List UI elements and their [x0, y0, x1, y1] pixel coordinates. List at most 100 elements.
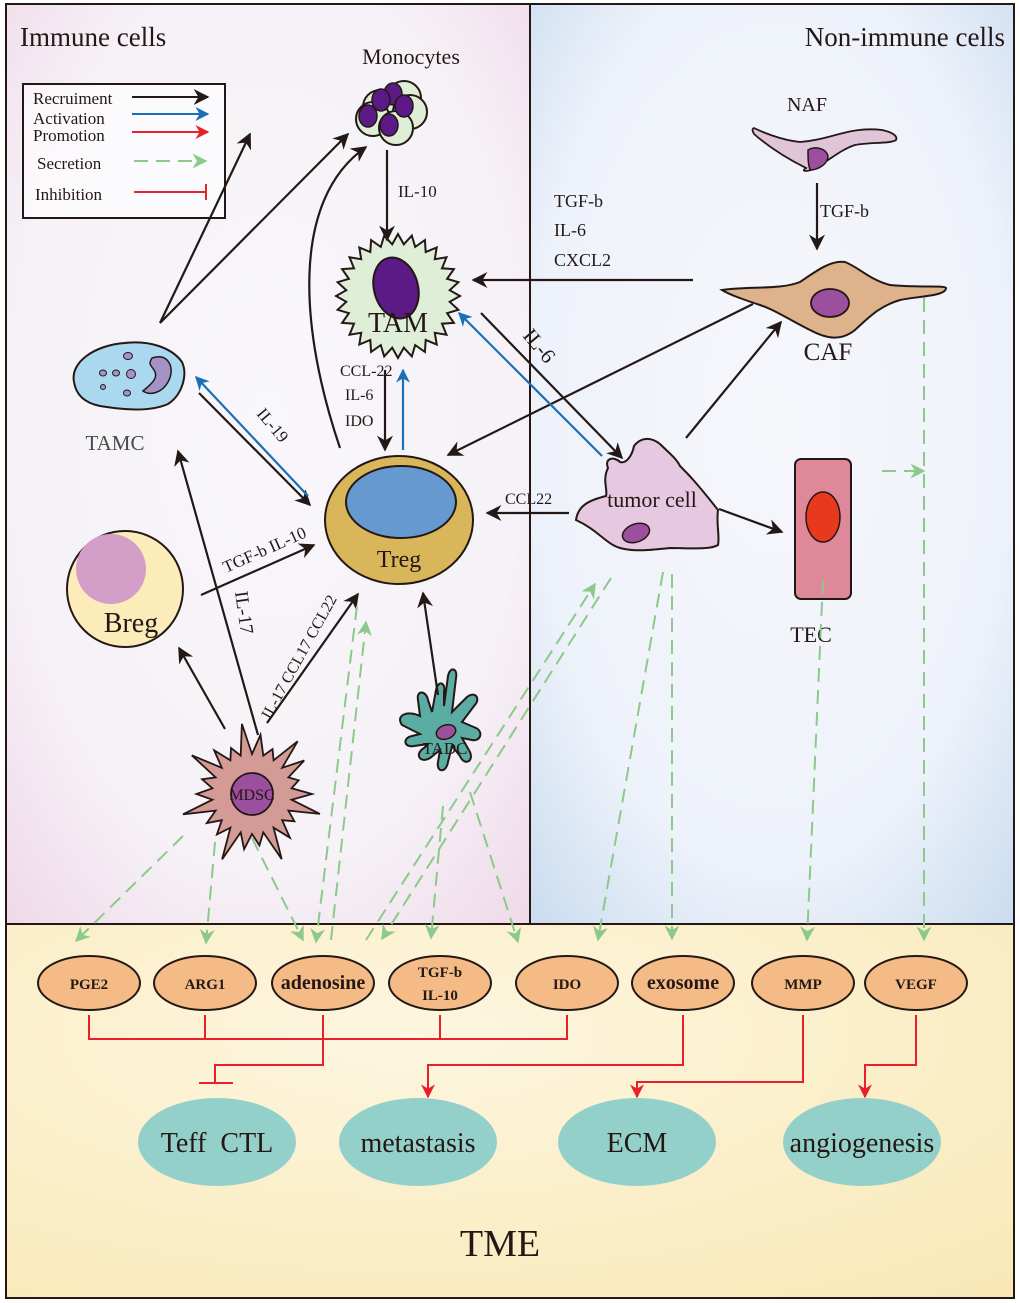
- secretion-tadc-ido: [469, 791, 522, 944]
- legend-label-recruitment: Recruiment: [33, 89, 113, 108]
- secretion-tumor-ido: [592, 571, 664, 942]
- outer-border: [5, 3, 1015, 1299]
- label-caf-tam-2: IL-6: [554, 220, 586, 240]
- secretion-mdsc-arg1: [199, 841, 216, 945]
- secretion-tumor-adenosine: [381, 577, 612, 941]
- tumor-cell: tumor cell: [574, 438, 720, 552]
- arrow-tam-to-tumor: [480, 312, 624, 460]
- arrow-mdsc-to-tamc: [174, 449, 260, 736]
- arrow-tumor-activates-tam: [458, 312, 603, 457]
- label-tam-treg-2: IL-6: [345, 387, 373, 404]
- tam-label: TAM: [368, 308, 428, 339]
- label-il10-mono-tam: IL-10: [398, 182, 437, 201]
- mediator-exosome: exosome: [631, 955, 735, 1011]
- outcome-label: Teff CTL: [161, 1128, 274, 1159]
- mdsc-cell: MDSC: [182, 723, 321, 860]
- arrow-treg-to-monocytes: [308, 146, 368, 449]
- outcome-ecm: ECM: [558, 1098, 716, 1186]
- mediator-ellipse: [515, 955, 619, 1011]
- secretion-mdsc-pge2: [74, 835, 184, 943]
- arrow-tumor-to-tec: [718, 507, 784, 535]
- tam-nucleus: [372, 256, 420, 320]
- immune-cells-title: Immune cells: [20, 22, 166, 52]
- label-tam-treg-1: CCL-22: [340, 363, 392, 380]
- outcome-ellipse: [558, 1098, 716, 1186]
- mediator-ido: IDO: [515, 955, 619, 1011]
- outcome-metastasis: metastasis: [339, 1098, 497, 1186]
- mdsc-nucleus: [230, 772, 274, 816]
- legend-label-secretion: Secretion: [37, 154, 102, 173]
- secretion-adenosine-treg: [330, 620, 372, 941]
- mediator-label: exosome: [647, 972, 719, 994]
- mediator-label: IDO: [553, 977, 581, 993]
- secretion-treg-adenosine: [310, 605, 358, 944]
- caf-cell: CAF: [719, 260, 948, 366]
- naf-label: NAF: [787, 94, 827, 116]
- label-ccl22-tumor-treg: CCL22: [505, 491, 552, 508]
- tadc-nucleus: [435, 723, 457, 741]
- arrow-tumor-to-caf: [685, 320, 783, 439]
- mediator-pge2: PGE2: [37, 955, 141, 1011]
- tadc-label: TADC: [423, 739, 468, 758]
- mediator-label: TGF-b: [418, 965, 462, 981]
- outcome-label: metastasis: [360, 1128, 475, 1159]
- label-tam-treg-3: IDO: [345, 413, 373, 430]
- arrow-treg-activates-tamc: [195, 375, 309, 497]
- tme-title: TME: [460, 1223, 540, 1265]
- secretion-mdsc-adenosine: [251, 837, 304, 942]
- monocytes-cell: Monocytes: [355, 44, 460, 146]
- mediator-arg1: ARG1: [153, 955, 257, 1011]
- legend-box: [22, 83, 226, 219]
- outcomes: Teff CTL metastasis ECM angiogenesis: [138, 1098, 941, 1186]
- outcome-angiogenesis: angiogenesis: [783, 1098, 941, 1186]
- arrow-caf-to-treg: [446, 303, 754, 456]
- mediator-ellipse: [271, 955, 375, 1011]
- arrow-mdsc-to-breg: [178, 646, 226, 730]
- tumor-body: [574, 438, 720, 552]
- mediator-label: PGE2: [70, 977, 108, 993]
- breg-nucleus: [76, 534, 146, 604]
- tamc-cell: TAMC: [72, 341, 186, 455]
- outcome-label: ECM: [607, 1128, 668, 1159]
- mediator-ellipse: [631, 955, 735, 1011]
- black-arrows: [159, 132, 825, 736]
- mediator-mmp: MMP: [751, 955, 855, 1011]
- outcome-label: angiogenesis: [790, 1128, 935, 1159]
- arrow-breg-to-treg: [200, 543, 316, 597]
- tec-nucleus: [805, 491, 841, 543]
- label-caf-tam-1: TGF-b: [554, 191, 603, 211]
- naf-nucleus: [807, 147, 829, 171]
- monocytes-label: Monocytes: [362, 44, 460, 69]
- treg-cell: Treg: [324, 455, 474, 585]
- naf-cell: NAF: [751, 94, 898, 172]
- legend-label-promotion: Promotion: [33, 126, 105, 145]
- secretion-tec-mmp: [800, 579, 824, 942]
- mediator-adenosine: adenosine: [271, 955, 375, 1011]
- tumor-label: tumor cell: [607, 487, 697, 512]
- treg-nucleus: [345, 465, 457, 539]
- tamc-nucleus: [141, 355, 172, 394]
- naf-body: [751, 126, 898, 172]
- legend-label-activation: Activation: [33, 109, 105, 128]
- mediator-tgf-b: TGF-bIL-10: [388, 955, 492, 1011]
- inhibition-to-teff: [214, 1039, 324, 1083]
- promotion-mmp-ecm: [630, 1015, 804, 1099]
- mediator-label: ARG1: [185, 977, 226, 993]
- mediator-ellipse: [751, 955, 855, 1011]
- arrow-tamc-to-treg: [198, 392, 312, 507]
- outcome-teff-ctl: Teff CTL: [138, 1098, 296, 1186]
- tamc-label: TAMC: [86, 431, 145, 455]
- tadc-cell: TADC: [399, 668, 482, 772]
- secretion-adenosine-tumor: [365, 582, 596, 941]
- mediator-label: IL-10: [422, 988, 458, 1004]
- promotion-inhibition-lines: [88, 1015, 917, 1099]
- arrow-mdsc-to-treg: [266, 592, 359, 724]
- mediator-ellipse: [864, 955, 968, 1011]
- arrow-tamc-to-monocytes-2: [159, 132, 350, 324]
- tadc-body: [399, 668, 482, 772]
- mediator-ellipse: [388, 955, 492, 1011]
- promotion-exosome-metastasis: [421, 1015, 684, 1099]
- blue-arrows: [195, 312, 603, 497]
- mediator-label: adenosine: [281, 972, 366, 994]
